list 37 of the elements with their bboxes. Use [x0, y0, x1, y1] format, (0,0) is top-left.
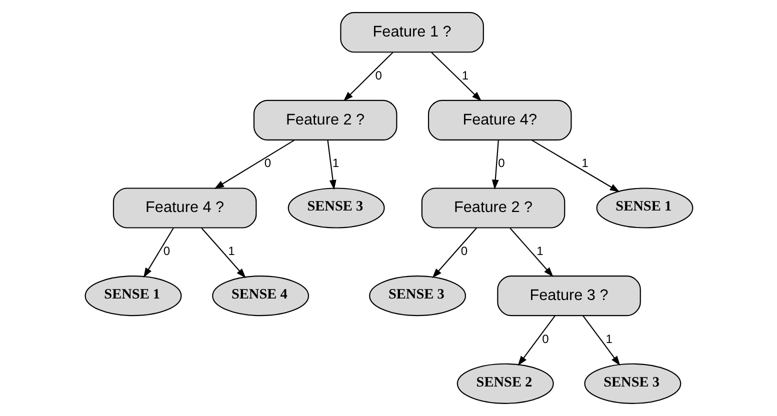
- arrow: [342, 52, 393, 102]
- edge-label: 0: [498, 156, 504, 170]
- arrow: [530, 140, 620, 192]
- edge-label: 1: [605, 332, 612, 346]
- edge-label: 1: [332, 156, 339, 170]
- arrow: [517, 316, 555, 366]
- arrow: [509, 228, 553, 278]
- node-ellipse: SENSE 3: [368, 276, 466, 316]
- edge-label: 0: [542, 332, 548, 346]
- node-ellipse: SENSE 1: [84, 276, 182, 316]
- node-box: Feature 4 ?: [112, 188, 256, 228]
- node-ellipse: SENSE 4: [212, 276, 309, 316]
- arrow: [200, 228, 246, 278]
- node-box: Feature 4?: [427, 100, 572, 140]
- edge-label: 1: [461, 68, 468, 82]
- edge-label: 1: [228, 244, 234, 258]
- edge-label: 0: [162, 244, 170, 258]
- arrow: [214, 140, 294, 190]
- arrow: [582, 316, 620, 366]
- node-box: Feature 3 ?: [496, 276, 640, 316]
- arrow: [430, 52, 482, 102]
- node-box: Feature 1 ?: [340, 12, 484, 53]
- node-box: Feature 2 ?: [252, 100, 397, 140]
- edge-label: 1: [536, 244, 543, 258]
- node-ellipse: SENSE 3: [287, 188, 384, 228]
- node-ellipse: SENSE 3: [584, 363, 681, 404]
- edge-label: 0: [460, 244, 468, 258]
- node-ellipse: SENSE 1: [596, 188, 693, 228]
- edge-label: 0: [264, 156, 271, 170]
- arrow: [491, 140, 498, 190]
- arrow: [432, 228, 476, 278]
- arrow: [142, 228, 174, 278]
- edge-label: 1: [581, 156, 588, 170]
- node-box: Feature 2 ?: [420, 188, 565, 228]
- arrow: [326, 140, 336, 190]
- node-ellipse: SENSE 2: [456, 363, 554, 404]
- edge-label: 0: [374, 68, 382, 82]
